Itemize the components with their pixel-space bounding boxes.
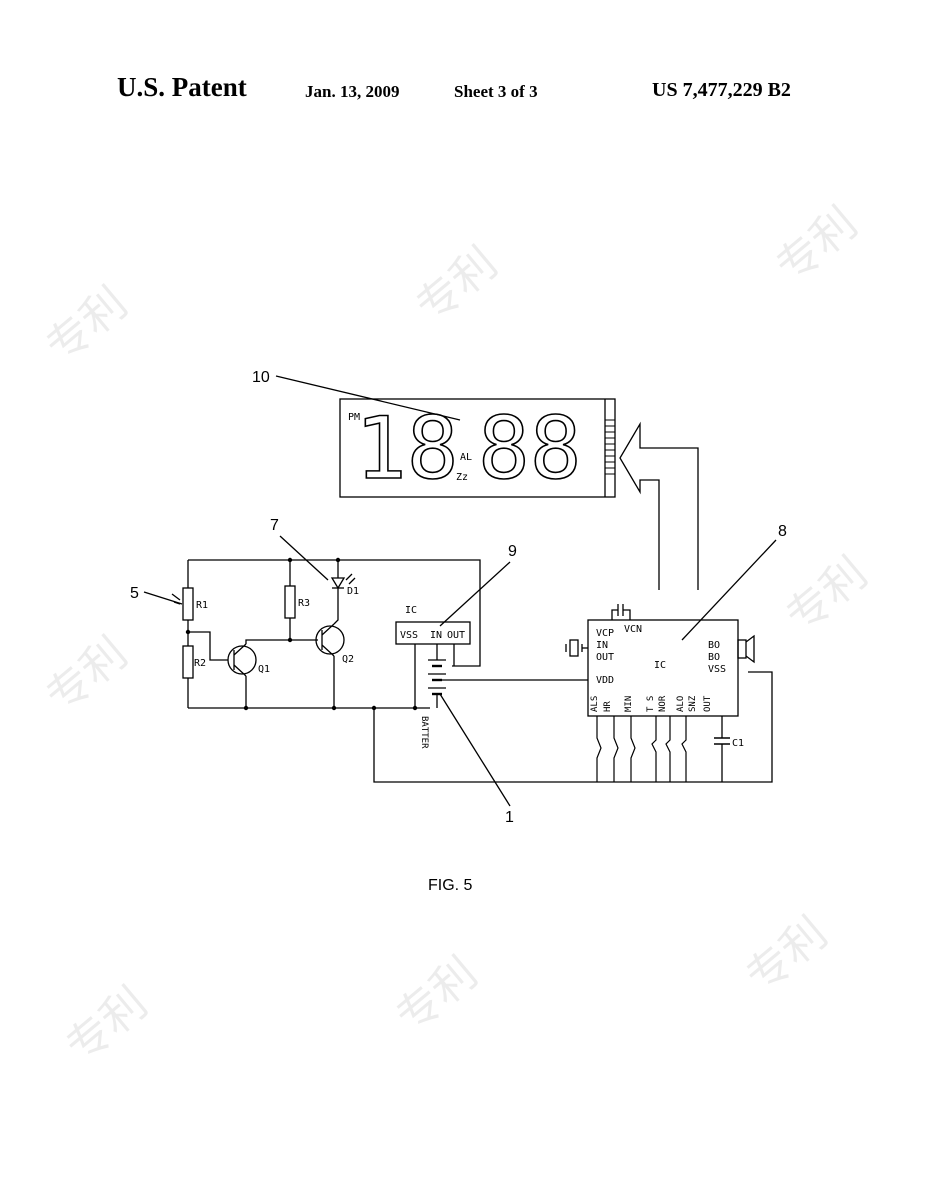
ref-numeral-5: 5 (130, 585, 139, 602)
regulator-pin-out: OUT (447, 630, 465, 641)
regulator-pin-in: IN (430, 630, 442, 641)
ref-numeral-10: 10 (252, 369, 270, 386)
resistor-r3 (284, 585, 296, 619)
ref-numeral-8: 8 (778, 523, 787, 540)
display-digits-hours: 18 (355, 399, 459, 499)
led-d1 (330, 577, 346, 590)
main-ic-pin-out2: OUT (703, 695, 713, 712)
display-pm-indicator: PM (348, 412, 360, 423)
patent-header-title: U.S. Patent (117, 72, 247, 102)
main-ic-pin-alo: ALO (676, 696, 686, 712)
main-ic-pin-vdd: VDD (596, 675, 614, 686)
r3-label: R3 (298, 598, 310, 609)
figure-caption: FIG. 5 (428, 877, 473, 894)
main-ic-pin-snz: SNZ (688, 695, 698, 712)
ref-numeral-9: 9 (508, 543, 517, 560)
signal-arrow (619, 421, 699, 590)
display-digits-minutes: 88 (478, 399, 582, 499)
regulator-ic-title: IC (405, 605, 417, 616)
main-ic-pin-als: ALS (590, 696, 600, 712)
r1-label: R1 (196, 600, 208, 611)
patent-date: Jan. 13, 2009 (305, 82, 400, 101)
regulator-ic: IC VSS IN OUT (395, 605, 471, 708)
d1-label: D1 (347, 586, 359, 597)
main-ic-pin-nor: NOR (658, 695, 668, 712)
main-ic-pin-hr: HR (603, 701, 613, 712)
display-alarm-indicator: AL (460, 452, 472, 463)
main-ic-pin-vcp: VCP (596, 628, 614, 639)
main-ic-pin-min: MIN (624, 696, 634, 712)
sheet-number: Sheet 3 of 3 (454, 82, 538, 101)
resistor-r2 (182, 645, 194, 679)
main-ic-pin-ts: T S (646, 696, 656, 712)
r2-label: R2 (194, 658, 206, 669)
ref-numeral-7: 7 (270, 517, 279, 534)
battery-label: BATTER (419, 716, 429, 749)
main-ic: IC VCP IN OUT VDD VCN BO BO VSS ALS HR M… (565, 604, 755, 782)
regulator-pin-vss: VSS (400, 630, 418, 641)
transistor-q1 (227, 645, 257, 675)
main-ic-pin-in: IN (596, 640, 608, 651)
main-ic-title: IC (654, 660, 666, 671)
resistor-r1 (182, 587, 194, 621)
lcd-display: 18 88 PM AL Zz (339, 398, 616, 500)
q1-label: Q1 (258, 664, 270, 675)
capacitor-c1-label: C1 (732, 738, 744, 749)
q2-label: Q2 (342, 654, 354, 665)
main-ic-pin-vss: VSS (708, 664, 726, 675)
patent-number: US 7,477,229 B2 (652, 79, 791, 101)
ref-numeral-1: 1 (505, 809, 514, 826)
buzzer-icon (745, 634, 755, 664)
light-sensor-circuit (171, 557, 481, 711)
main-ic-pin-out: OUT (596, 652, 614, 663)
transistor-q2 (315, 625, 345, 655)
crystal-icon (569, 639, 579, 657)
display-snooze-indicator: Zz (456, 472, 468, 483)
main-ic-pin-vcn: VCN (624, 624, 642, 635)
main-ic-pin-bo1: BO (708, 640, 720, 651)
main-ic-pin-bo2: BO (708, 652, 720, 663)
